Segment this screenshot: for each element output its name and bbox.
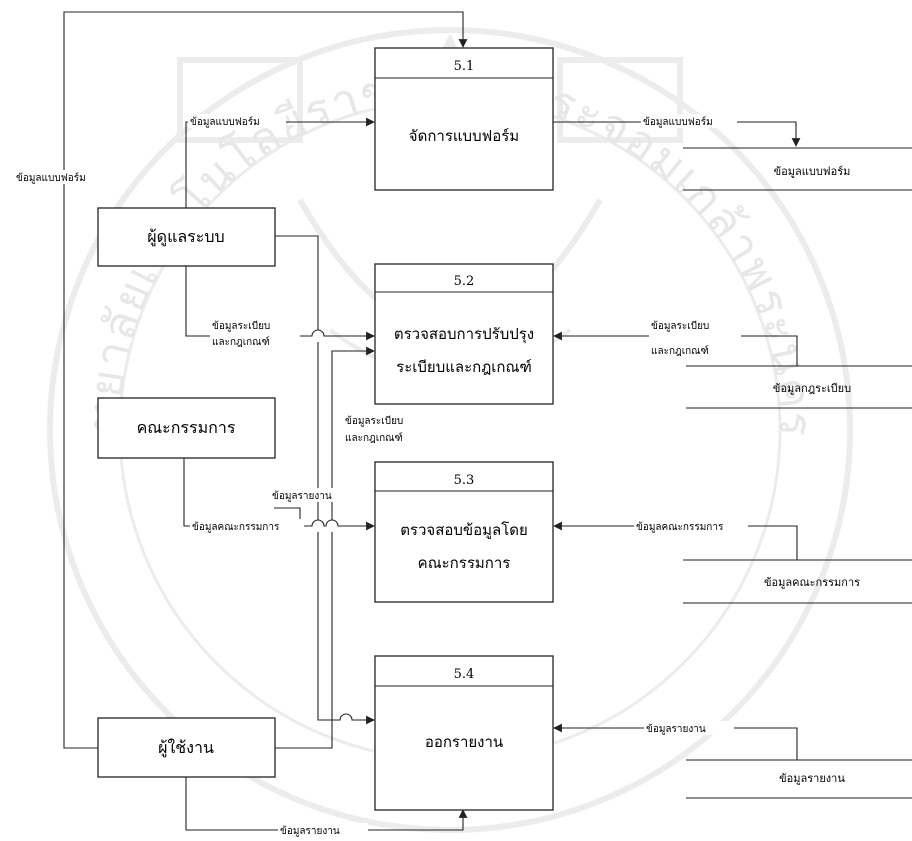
entity-user: ผู้ใช้งาน (97, 717, 276, 778)
entity-admin: ผู้ดูแลระบบ (97, 207, 276, 267)
data-store-name: ข้อมูลกฎระเบียบ (773, 382, 851, 395)
entity-name: ผู้ใช้งาน (158, 738, 214, 758)
process-5-1: 5.1 จัดการแบบฟอร์ม (374, 47, 554, 191)
flow-label-committee-data: ข้อมูลคณะกรรมการ (192, 521, 280, 533)
process-id: 5.3 (454, 473, 475, 488)
flow-label-admin-rules-1: ข้อมูลระเบียบ (212, 320, 270, 332)
flow-user-to-p52 (275, 351, 374, 749)
data-store-form: ข้อมูลแบบฟอร์ม (683, 147, 912, 191)
data-store-name: ข้อมูลรายงาน (779, 772, 845, 785)
flow-label-store-committee: ข้อมูลคณะกรรมการ (636, 521, 724, 533)
process-name-line-1: ตรวจสอบข้อมูลโดย (400, 521, 528, 539)
flow-label-user-report-bottom: ข้อมูลรายงาน (280, 825, 340, 837)
process-5-4: 5.4 ออกรายงาน (374, 655, 554, 811)
data-store-name: ข้อมูลคณะกรรมการ (764, 576, 860, 589)
flow-committee-to-p53 (183, 458, 375, 531)
process-id: 5.2 (454, 274, 475, 289)
flow-label-user-rules-1: ข้อมูลระเบียบ (345, 415, 403, 427)
entity-name: ผู้ดูแลระบบ (147, 227, 224, 247)
flow-admin-to-p51 (185, 117, 375, 208)
flow-report-store-to-p54 (553, 723, 798, 760)
flow-label-user-form: ข้อมูลแบบฟอร์ม (16, 172, 86, 184)
flow-label-p51-to-store: ข้อมูลแบบฟอร์ม (643, 116, 713, 128)
flow-label-store-report: ข้อมูลรายงาน (646, 723, 706, 735)
flow-admin-to-p52 (185, 266, 375, 341)
flow-label-store-rules-1: ข้อมูลระเบียบ (651, 320, 709, 332)
entity-name: คณะกรรมการ (137, 418, 236, 437)
data-store-name: ข้อมูลแบบฟอร์ม (774, 165, 851, 178)
flow-user-to-p51 (63, 11, 468, 749)
process-id: 5.1 (454, 59, 475, 74)
process-5-3: 5.3 ตรวจสอบข้อมูลโดย คณะกรรมการ (374, 461, 554, 603)
flow-label-user-rules-2: และกฎเกณฑ์ (345, 432, 403, 444)
data-store-rules: ข้อมูลกฎระเบียบ (686, 365, 912, 409)
process-name-line-1: ตรวจสอบการปรับปรุง (394, 325, 534, 344)
flow-label-admin-rules-2: และกฎเกณฑ์ (212, 336, 270, 348)
process-name: ออกรายงาน (425, 733, 503, 751)
process-5-2: 5.2 ตรวจสอบการปรับปรุง ระเบียบและกฎเกณฑ์ (374, 263, 554, 405)
process-id: 5.4 (454, 667, 475, 682)
flow-rules-store-to-p52 (553, 331, 798, 366)
data-store-report: ข้อมูลรายงาน (686, 759, 912, 799)
flow-label-store-rules-2: และกฎเกณฑ์ (651, 345, 709, 357)
data-store-committee: ข้อมูลคณะกรรมการ (683, 559, 912, 604)
process-name: จัดการแบบฟอร์ม (409, 127, 519, 145)
flow-label-user-report-to-p53: ข้อมูลรายงาน (272, 490, 332, 502)
entity-committee: คณะกรรมการ (97, 397, 276, 459)
flow-label-admin-form: ข้อมูลแบบฟอร์ม (190, 116, 260, 128)
flow-admin-to-p54 (275, 235, 374, 720)
flow-p51-to-form-store (553, 121, 801, 147)
process-name-line-2: คณะกรรมการ (418, 554, 511, 572)
process-name-line-2: ระเบียบและกฎเกณฑ์ (396, 358, 532, 376)
